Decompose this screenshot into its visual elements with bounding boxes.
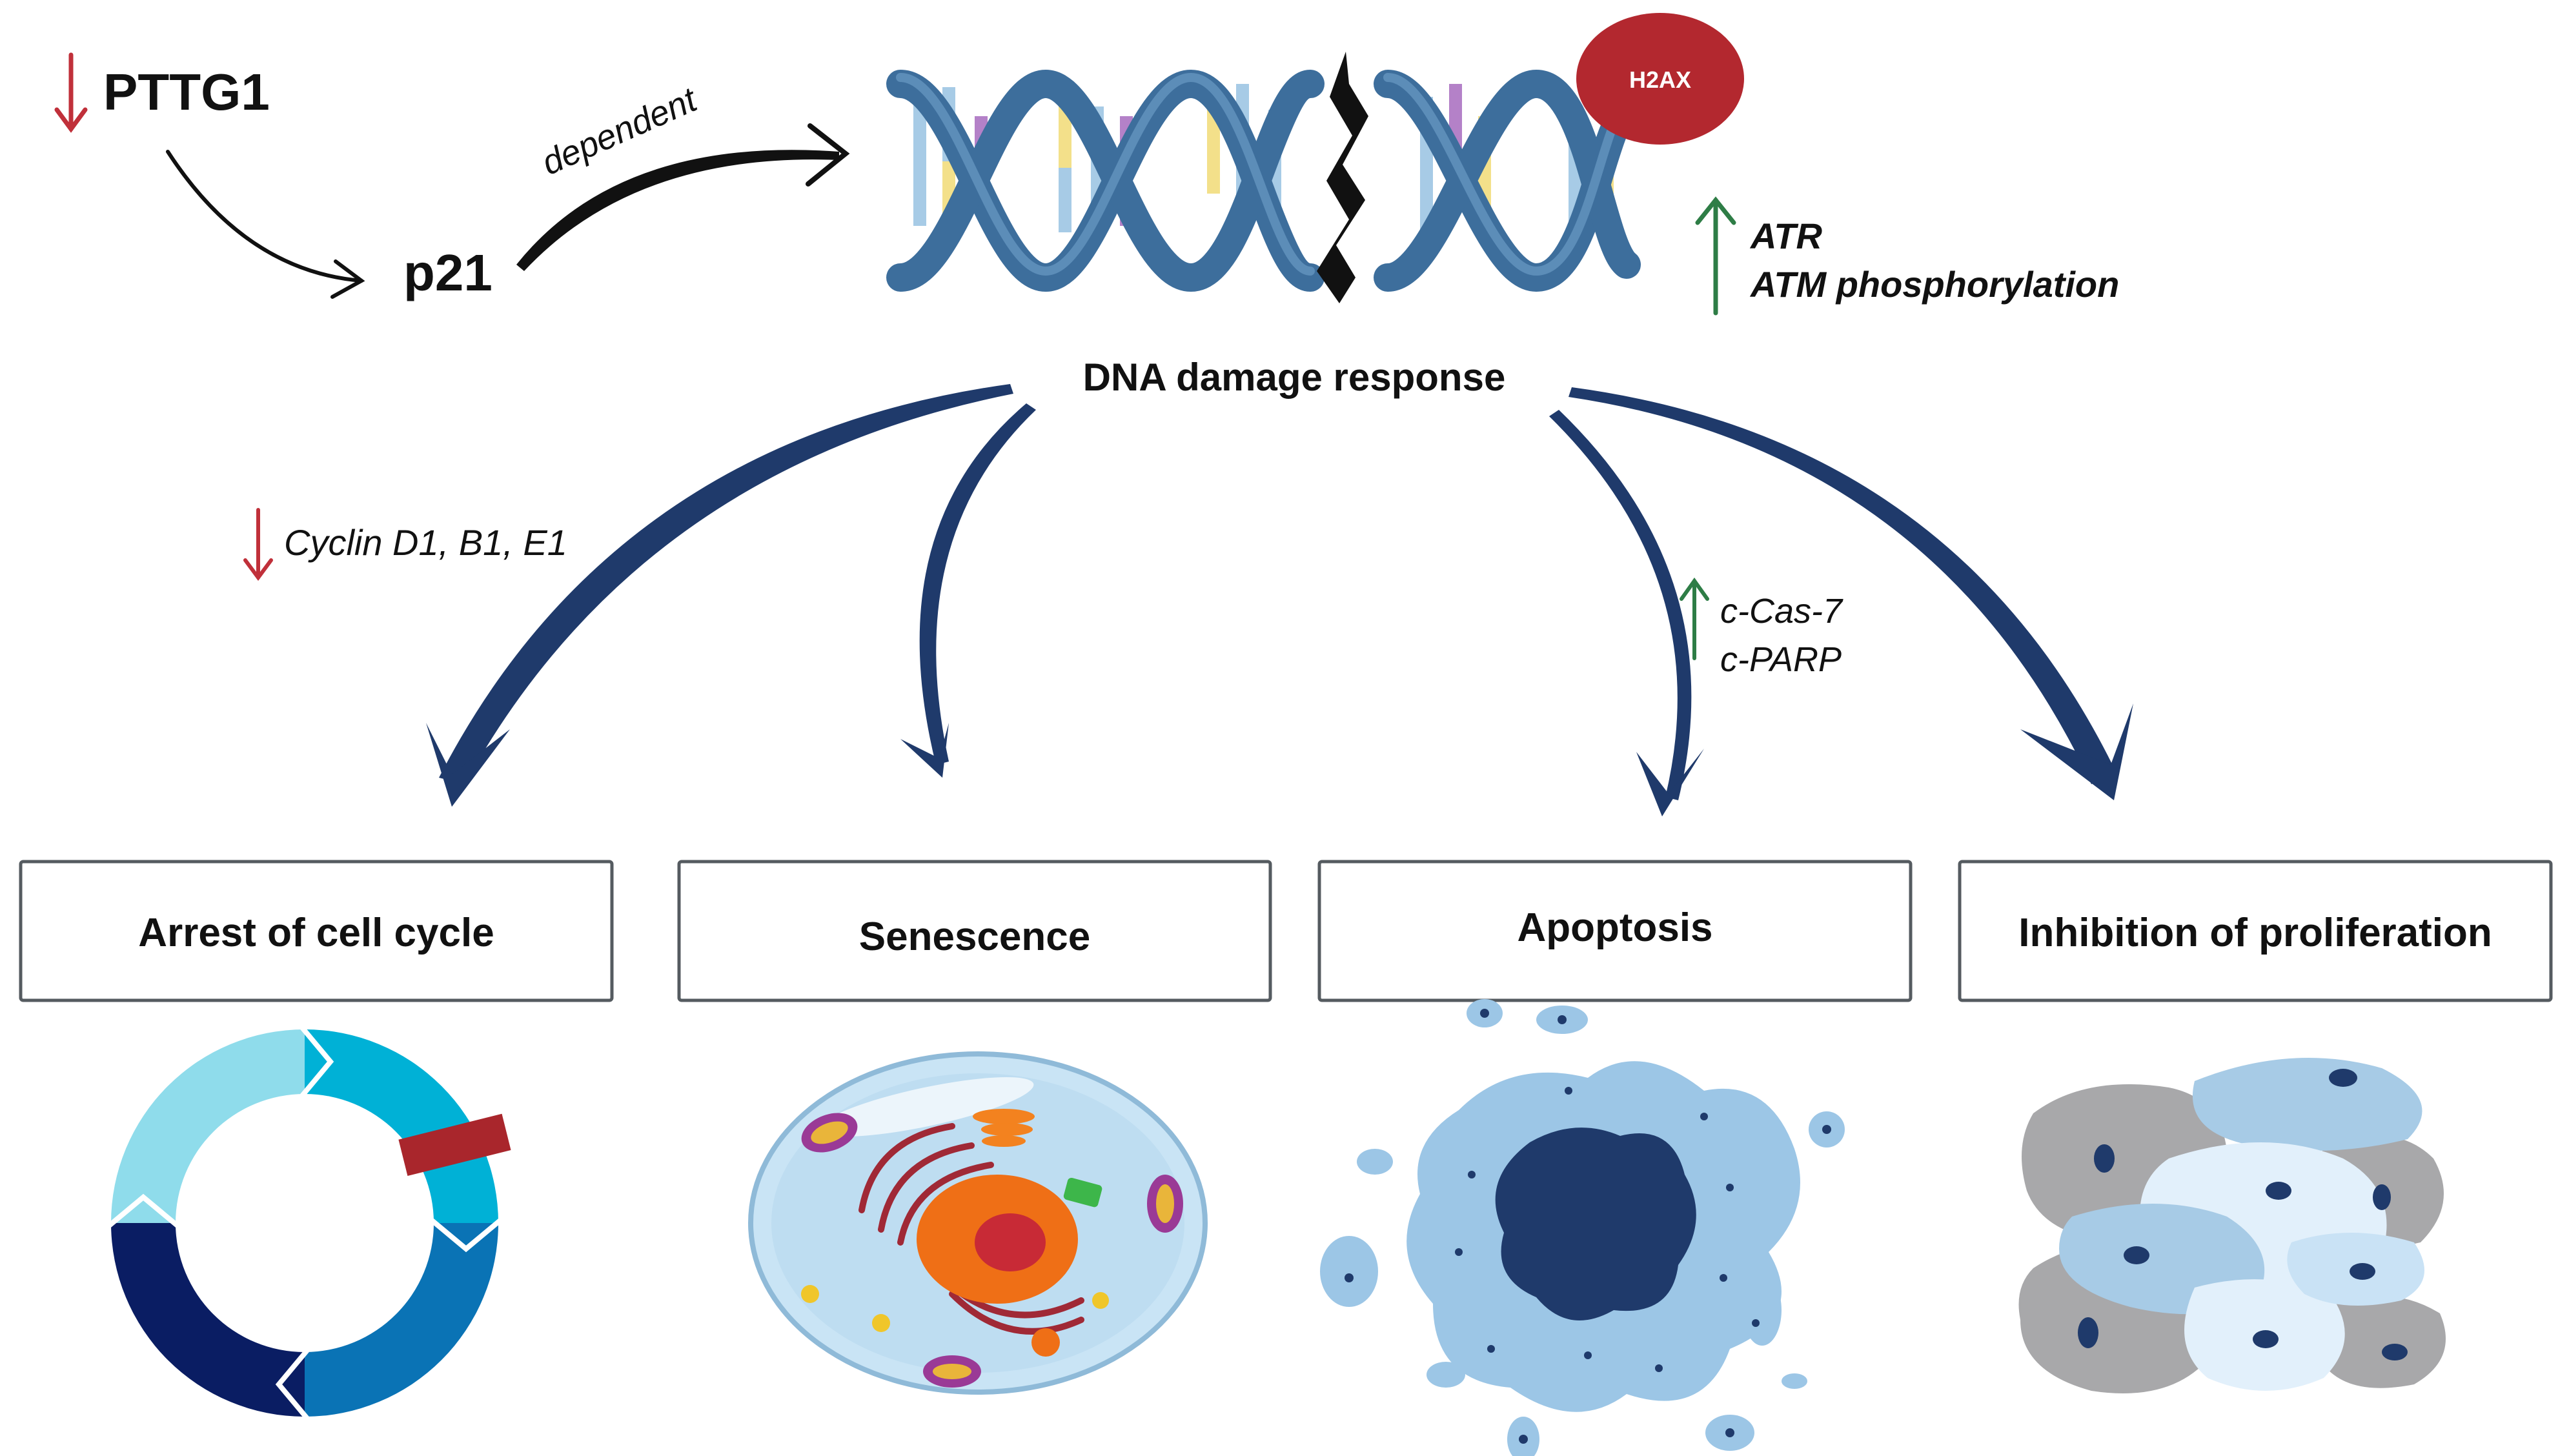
senescent-cell-icon bbox=[748, 1051, 1208, 1395]
cyclin-label: Cyclin D1, B1, E1 bbox=[284, 522, 567, 563]
dna-helix-icon bbox=[886, 69, 1641, 292]
outcome-arrest-label: Arrest of cell cycle bbox=[138, 911, 494, 955]
outcome-box-proliferation: Inhibition of proliferation bbox=[1958, 860, 2553, 1002]
h2ax-label: H2AX bbox=[1629, 66, 1691, 93]
outcome-box-senescence: Senescence bbox=[677, 860, 1272, 1002]
ddr-label: DNA damage response bbox=[1083, 356, 1506, 399]
pttg1-label: PTTG1 bbox=[103, 63, 270, 121]
ddr-to-senescence-arrow bbox=[900, 403, 1036, 778]
ddr-to-apoptosis-arrow bbox=[1549, 410, 1704, 816]
p21-label: p21 bbox=[403, 244, 492, 301]
ccas7-up-arrow bbox=[1680, 577, 1709, 660]
pttg1-to-p21-arrow bbox=[166, 150, 365, 299]
atr-label: ATR bbox=[1749, 216, 1822, 256]
atm-label: ATM phosphorylation bbox=[1749, 264, 2119, 305]
cell-cycle-icon bbox=[103, 1021, 511, 1425]
h2ax-marker bbox=[1576, 13, 1744, 145]
outcome-senescence-label: Senescence bbox=[859, 915, 1090, 959]
dna-break-icon bbox=[1317, 52, 1368, 303]
outcome-box-arrest: Arrest of cell cycle bbox=[19, 860, 614, 1002]
cparp-label: c-PARP bbox=[1720, 640, 1842, 679]
atr-up-arrow bbox=[1695, 196, 1736, 316]
outcome-proliferation-label: Inhibition of proliferation bbox=[2018, 911, 2492, 955]
p21-to-dna-arrow bbox=[516, 123, 850, 271]
ddr-to-arrest-arrow bbox=[426, 384, 1013, 807]
outcome-box-apoptosis: Apoptosis bbox=[1317, 860, 1913, 1002]
outcome-apoptosis-label: Apoptosis bbox=[1517, 905, 1712, 950]
pttg1-down-arrow bbox=[54, 52, 88, 133]
cell-cluster-icon bbox=[2018, 1058, 2446, 1393]
ccas7-label: c-Cas-7 bbox=[1720, 592, 1843, 631]
apoptotic-cell-icon bbox=[1320, 999, 1845, 1456]
ddr-to-proliferation-arrow bbox=[1569, 387, 2133, 800]
cyclin-down-arrow bbox=[243, 508, 273, 581]
